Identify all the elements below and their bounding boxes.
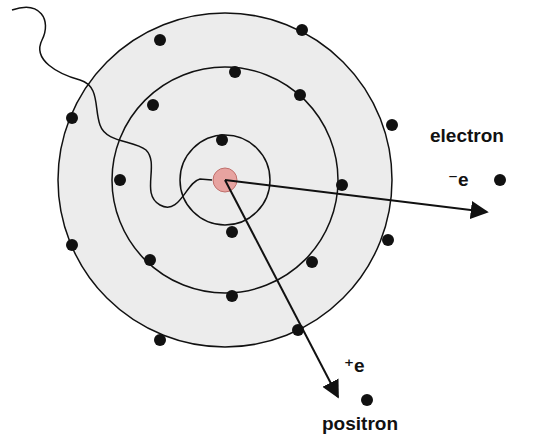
particle-name: positron [322,414,398,435]
positron-arrow [225,180,338,397]
electron-dots [66,24,506,406]
photon-wave [12,7,212,207]
particle-symbol: ⁺e [344,356,365,377]
particle-name: electron [430,126,504,147]
particle-symbol: ⁻e [448,170,469,191]
electron-arrow [225,180,487,212]
